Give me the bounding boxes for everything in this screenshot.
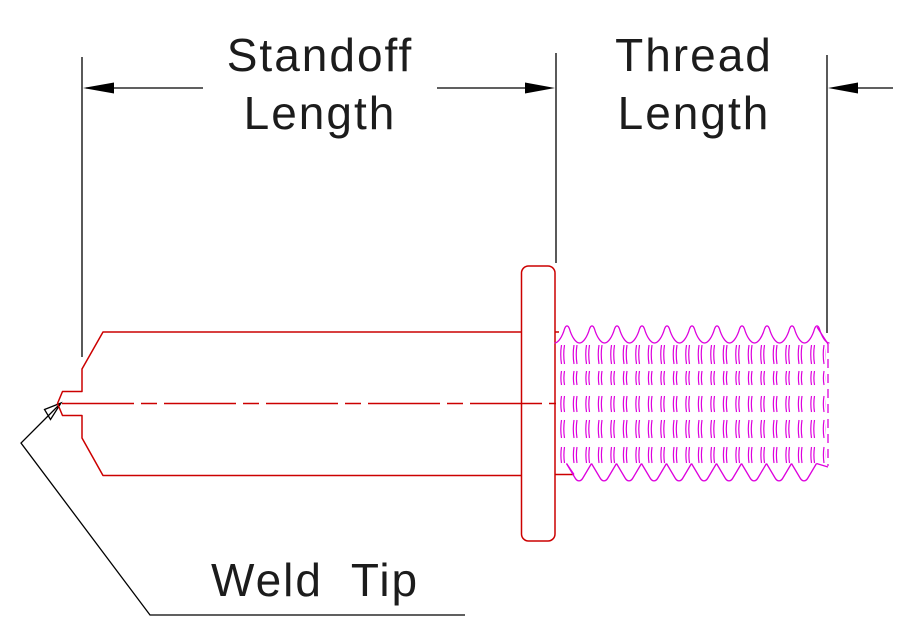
thread-flank-dashes [558, 345, 826, 464]
thread-roots-bottom [565, 462, 818, 482]
leader-line [20, 402, 465, 616]
standoff-dimension [83, 82, 555, 94]
stud-body-outline [56, 331, 522, 477]
thread-arrow-left-icon [828, 82, 858, 94]
weld-tip-leader [20, 401, 465, 616]
standoff-arrow-right-icon [525, 82, 555, 94]
thread-crests-top [553, 325, 831, 344]
stud-geometry [56, 265, 574, 542]
thread-length-label-line2: Length [617, 87, 771, 139]
standoff-length-label-line2: Length [243, 87, 397, 139]
stud-threads [553, 325, 831, 482]
thread-length-label: Thread Length [615, 26, 773, 142]
thread-length-label-line1: Thread [615, 29, 773, 81]
standoff-length-label-line1: Standoff [226, 29, 414, 81]
leader-open-arrow-icon [43, 401, 63, 421]
thread-end-face [816, 326, 829, 468]
thread-leadin-bottom [565, 463, 575, 475]
standoff-arrow-left-icon [83, 82, 114, 94]
standoff-length-label: Standoff Length [227, 26, 414, 142]
thread-dimension [828, 82, 893, 94]
weld-tip-label: Weld Tip [211, 554, 420, 606]
dimension-annotations [20, 53, 893, 616]
